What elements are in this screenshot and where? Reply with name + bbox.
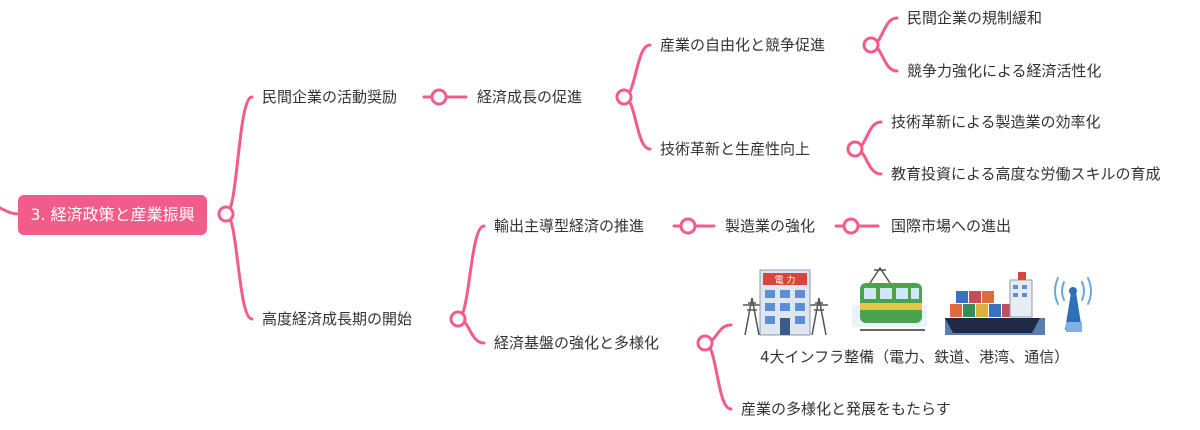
root-node[interactable]: 3. 経済政策と産業振興 <box>18 195 207 235</box>
node-education-investment[interactable]: 教育投資による高度な労働スキルの育成 <box>891 165 1161 183</box>
connector-b2-b2y <box>703 341 733 411</box>
node-export-led-economy[interactable]: 輸出主導型経済の推進 <box>494 217 645 235</box>
power-sign-text: 電 力 <box>775 274 796 286</box>
communication-antenna-icon <box>1054 277 1092 332</box>
node-handle-root[interactable] <box>217 205 235 223</box>
node-handle-a1y[interactable] <box>846 140 864 158</box>
node-handle-b1[interactable] <box>679 217 697 235</box>
infrastructure-caption[interactable]: 4大インフラ整備（電力、鉄道、港湾、通信） <box>760 348 1070 366</box>
connector-a1-a1y <box>622 95 652 151</box>
connector-root-a <box>224 95 254 216</box>
node-deregulation[interactable]: 民間企業の規制緩和 <box>907 9 1043 27</box>
node-manufacturing-efficiency[interactable]: 技術革新による製造業の効率化 <box>891 113 1101 131</box>
node-competitiveness[interactable]: 競争力強化による経済活性化 <box>907 62 1102 80</box>
node-handle-a[interactable] <box>430 88 448 106</box>
connector-b-b1 <box>456 224 486 321</box>
node-handle-b[interactable] <box>449 310 467 328</box>
node-economic-foundation[interactable]: 経済基盤の強化と多様化 <box>494 334 660 352</box>
connector-root-b <box>224 212 254 321</box>
connector-a1-a1x <box>622 43 652 99</box>
root-entry-line <box>0 206 20 216</box>
node-innovation-productivity[interactable]: 技術革新と生産性向上 <box>660 140 811 158</box>
node-handle-a1x[interactable] <box>862 36 880 54</box>
power-plant-icon: 電 力 <box>743 269 828 336</box>
node-international-market[interactable]: 国際市場への進出 <box>891 217 1012 235</box>
node-high-growth-start[interactable]: 高度経済成長期の開始 <box>262 310 413 328</box>
node-handle-b1x[interactable] <box>842 217 860 235</box>
node-liberalization[interactable]: 産業の自由化と競争促進 <box>660 36 826 54</box>
node-handle-a1[interactable] <box>615 88 633 106</box>
port-icon <box>945 272 1045 335</box>
node-private-enterprise[interactable]: 民間企業の活動奨励 <box>262 88 398 106</box>
node-economic-growth[interactable]: 経済成長の促進 <box>477 88 583 106</box>
node-industry-diversification[interactable]: 産業の多様化と発展をもたらす <box>741 400 951 418</box>
train-icon <box>852 266 927 331</box>
node-handle-b2[interactable] <box>696 334 714 352</box>
node-manufacturing[interactable]: 製造業の強化 <box>725 217 816 235</box>
